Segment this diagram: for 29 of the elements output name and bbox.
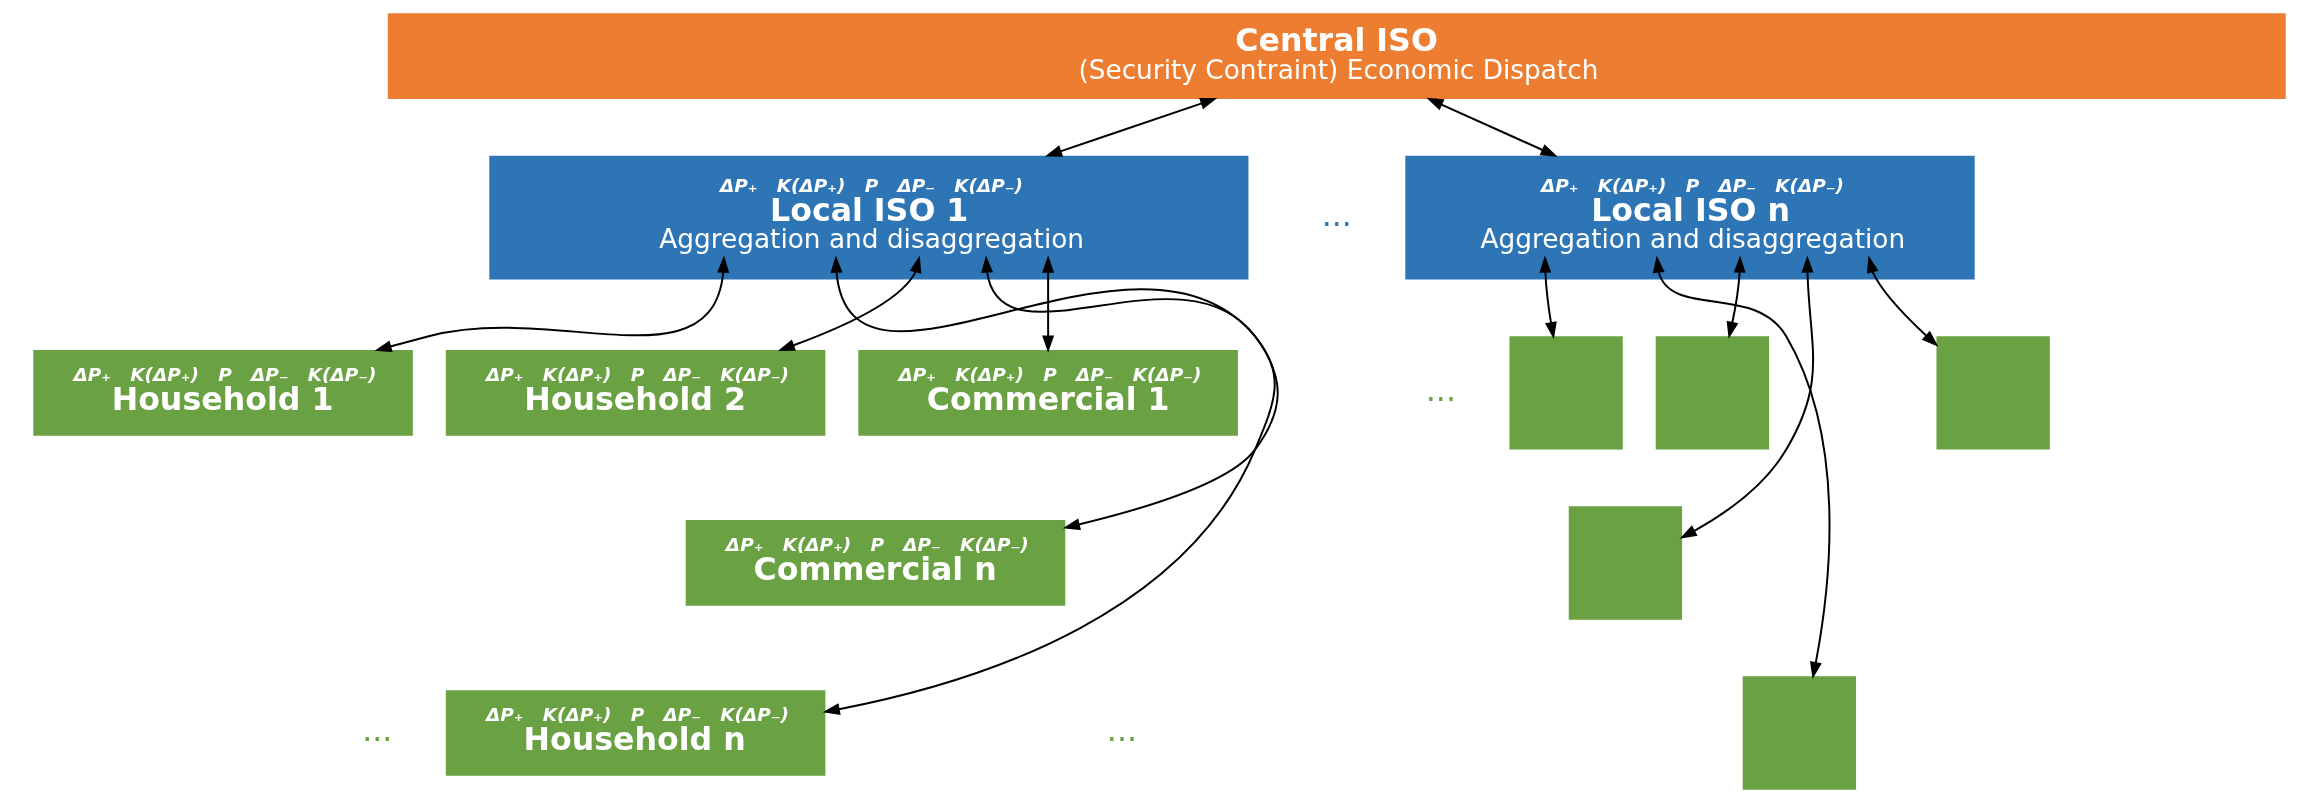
arrow xyxy=(1679,255,1814,539)
arrow xyxy=(1044,97,1217,157)
node-box: ΔP₊ K(ΔP₊) P ΔP₋ K(ΔP₋) Commercial n xyxy=(685,520,1065,606)
node-box: Central ISO (Security Contraint) Economic Dispatch xyxy=(387,13,2286,99)
node-box: ΔP₊ K(ΔP₊) P ΔP₋ K(ΔP₋) Commercial 1 xyxy=(857,350,1238,436)
arrow xyxy=(1652,255,1830,679)
node-box xyxy=(1742,676,1856,790)
arrow xyxy=(1538,255,1557,340)
label: ... xyxy=(361,712,392,749)
node-box: ΔP₊ K(ΔP₊) P ΔP₋ K(ΔP₋) Local ISO 1 Aggregation and disaggregation xyxy=(488,155,1248,280)
node-box xyxy=(1508,336,1623,450)
node-box: ΔP₊ K(ΔP₊) P ΔP₋ K(ΔP₋) Household 2 xyxy=(445,350,825,436)
node-box xyxy=(1655,336,1769,450)
arrow xyxy=(980,255,1279,531)
arrow xyxy=(1041,255,1054,353)
label: ... xyxy=(1425,372,1456,409)
arrow xyxy=(1425,97,1558,157)
arrow xyxy=(1866,255,1938,347)
node-box xyxy=(1568,506,1682,620)
arrow xyxy=(1726,255,1746,339)
arrow xyxy=(777,255,921,351)
arrow xyxy=(822,255,1276,715)
label: ... xyxy=(1321,196,1352,233)
label: ... xyxy=(1106,712,1137,749)
node-box xyxy=(1935,336,2050,450)
arrow xyxy=(374,255,729,353)
node-box: ΔP₊ K(ΔP₊) P ΔP₋ K(ΔP₋) Household n xyxy=(445,690,825,776)
node-box: ΔP₊ K(ΔP₊) P ΔP₋ K(ΔP₋) Household 1 xyxy=(32,350,413,436)
node-box: ΔP₊ K(ΔP₊) P ΔP₋ K(ΔP₋) Local ISO n Aggregation and disaggregation xyxy=(1404,155,1975,280)
